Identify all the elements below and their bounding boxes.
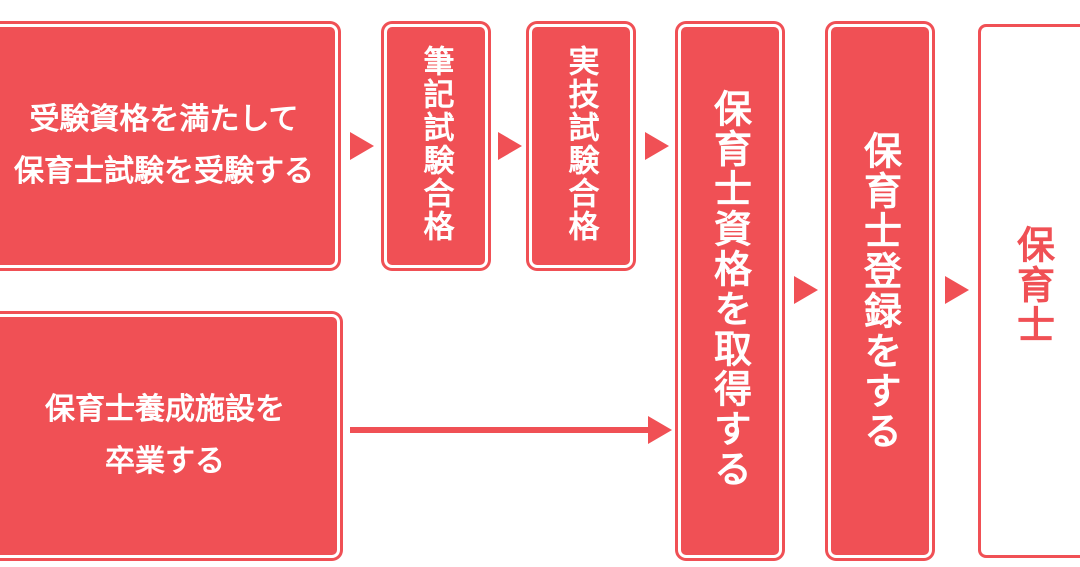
written-exam-label: 筆記試験合格 [417,45,454,243]
school-arrow-head [648,416,672,444]
exam-path-line1: 受験資格を満たして [29,102,299,137]
arrow-exam-to-written [350,132,374,160]
registration-box: 保育士登録をする [828,24,932,558]
school-path-line2: 卒業する [105,444,225,479]
practical-exam-box: 実技試験合格 [529,24,633,268]
arrow-qualification-to-registration [794,276,818,304]
school-arrow-shaft [350,427,650,433]
exam-path-text: 受験資格を満たして 保育士試験を受験する [14,94,314,198]
registration-label: 保育士登録をする [857,131,902,451]
school-path-box: 保育士養成施設を 卒業する [0,314,340,558]
nursery-teacher-box: 保育士 [978,24,1080,558]
qualification-label: 保育士資格を取得する [707,89,752,489]
nursery-teacher-label: 保育士 [1010,225,1055,345]
arrow-practical-to-qualification [645,132,669,160]
qualification-box: 保育士資格を取得する [678,24,782,558]
exam-path-box: 受験資格を満たして 保育士試験を受験する [0,24,338,268]
exam-path-line2: 保育士試験を受験する [14,154,314,189]
school-path-line1: 保育士養成施設を [45,392,285,427]
arrow-written-to-practical [498,132,522,160]
practical-exam-label: 実技試験合格 [562,45,599,243]
school-path-text: 保育士養成施設を 卒業する [45,384,285,488]
arrow-registration-to-result [945,276,969,304]
written-exam-box: 筆記試験合格 [384,24,488,268]
